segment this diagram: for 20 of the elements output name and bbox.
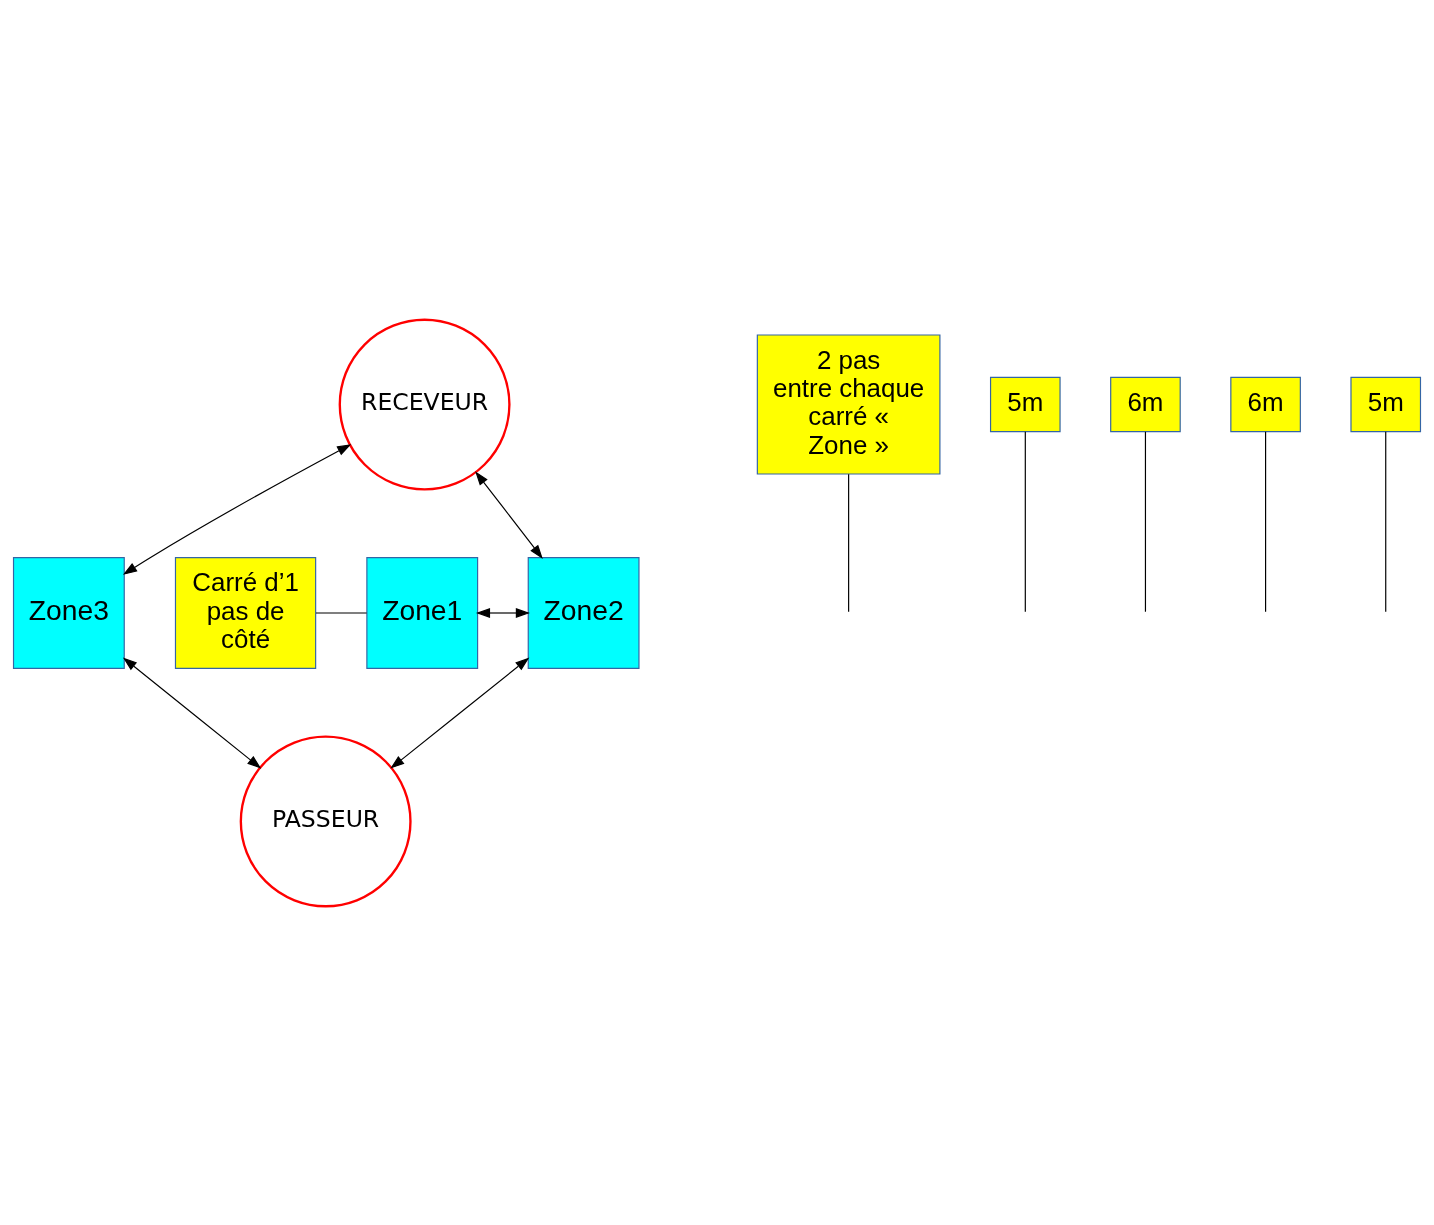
connector xyxy=(1385,430,1387,612)
node-box: 5m xyxy=(1350,376,1422,432)
node-box: 6m xyxy=(1230,376,1301,432)
node-box: Carré d’1 pas de côté xyxy=(174,556,317,669)
node-circle: PASSEUR xyxy=(239,735,412,907)
connector xyxy=(1265,430,1267,612)
arrow xyxy=(122,443,352,575)
node-box: Zone1 xyxy=(366,556,479,669)
connector xyxy=(1024,430,1026,612)
node-box: 6m xyxy=(1110,376,1181,432)
arrow xyxy=(475,470,543,559)
node-box: Zone3 xyxy=(12,556,125,669)
node-box: 5m xyxy=(989,376,1061,432)
arrow xyxy=(122,657,262,769)
node-box: 2 pas entre chaque carré « Zone » xyxy=(756,333,941,475)
arrow xyxy=(390,657,530,769)
connector xyxy=(1144,430,1147,612)
arrow xyxy=(475,607,530,618)
node-box: Zone2 xyxy=(527,556,640,669)
connector xyxy=(848,473,850,612)
